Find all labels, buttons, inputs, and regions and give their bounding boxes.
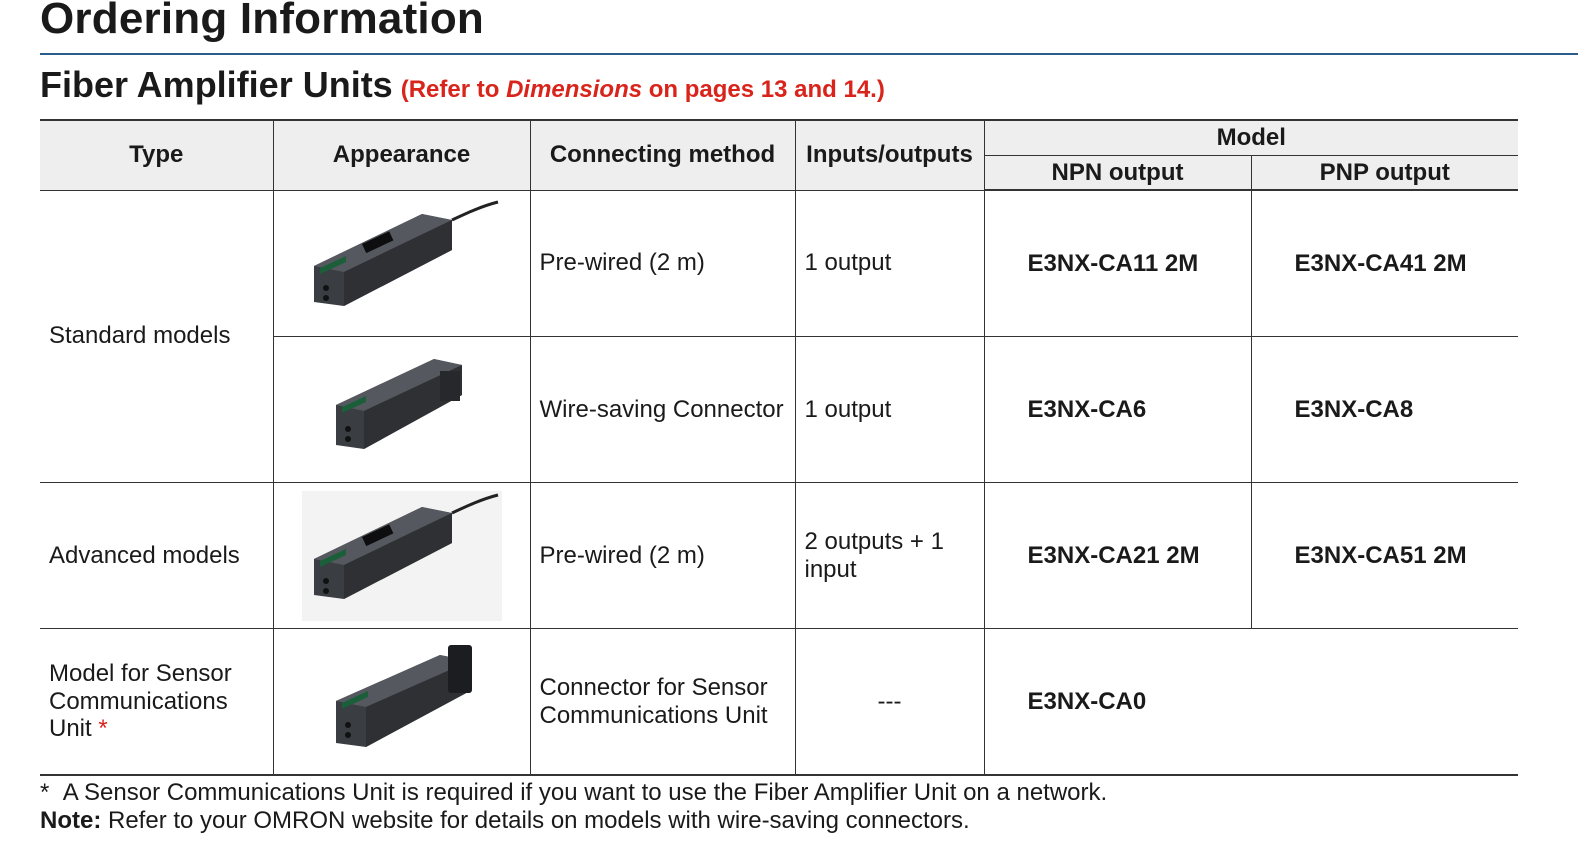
npn-model-cell: E3NX-CA21 2M xyxy=(983,482,1252,629)
model-cell: E3NX-CA0 xyxy=(983,628,1519,775)
note: Note: Refer to your OMRON website for de… xyxy=(40,807,970,835)
amplifier-comm-icon xyxy=(335,644,472,747)
footnote: * A Sensor Communications Unit is requir… xyxy=(40,779,1107,807)
section-title-text: Fiber Amplifier Units xyxy=(40,64,393,105)
header-type: Type xyxy=(40,120,274,191)
appearance-cell xyxy=(273,336,531,483)
connecting-method-cell: Connector for Sensor Communications Unit xyxy=(529,628,796,775)
note-label: Note: xyxy=(40,807,102,834)
pnp-model-cell: E3NX-CA41 2M xyxy=(1250,190,1519,337)
pnp-model-cell: E3NX-CA51 2M xyxy=(1250,482,1519,629)
footnote-text: A Sensor Communications Unit is required… xyxy=(62,779,1108,806)
reference-dimensions: Dimensions xyxy=(506,76,643,103)
connecting-method-cell: Wire-saving Connector xyxy=(529,336,796,483)
connecting-method-cell: Pre-wired (2 m) xyxy=(529,482,796,629)
header-connecting-method: Connecting method xyxy=(529,120,796,191)
type-cell: Advanced models xyxy=(40,482,274,629)
header-npn-output: NPN output xyxy=(984,155,1252,191)
io-cell: 1 output xyxy=(794,190,985,337)
pnp-model-cell: E3NX-CA8 xyxy=(1250,336,1519,483)
connecting-method-cell: Pre-wired (2 m) xyxy=(529,190,796,337)
npn-model-cell: E3NX-CA6 xyxy=(983,336,1252,483)
amplifier-cable-icon xyxy=(301,490,502,621)
table-row: Wire-saving Connector 1 output E3NX-CA6 … xyxy=(40,336,1519,483)
ordering-table: Type Appearance Connecting method Inputs… xyxy=(40,119,1519,776)
title-rule xyxy=(40,53,1578,55)
table-row: Advanced models Pre-wired (2 m) 2 output… xyxy=(40,482,1519,629)
reference-suffix: on pages 13 and 14.) xyxy=(642,76,885,103)
page-title: Ordering Information xyxy=(40,0,484,43)
appearance-cell xyxy=(272,190,531,337)
header-model: Model xyxy=(983,120,1519,156)
footnote-mark: * xyxy=(40,779,50,806)
table-row: Standard models Pre-wired (2 m) 1 output… xyxy=(40,190,1519,483)
footnote-marker: * xyxy=(98,715,108,743)
type-text: Model for Sensor Communications Unit xyxy=(49,660,232,743)
note-text: Refer to your OMRON website for details … xyxy=(101,807,970,834)
amplifier-cable-icon xyxy=(313,200,498,307)
section-title: Fiber Amplifier Units (Refer to Dimension… xyxy=(40,64,885,106)
dimensions-reference: (Refer to Dimensions on pages 13 and 14.… xyxy=(401,76,885,103)
io-cell: 1 output xyxy=(794,336,985,483)
npn-model-cell: E3NX-CA11 2M xyxy=(983,190,1252,337)
type-cell: Standard models xyxy=(40,190,274,483)
io-cell: 2 outputs + 1 input xyxy=(794,482,985,629)
io-cell: --- xyxy=(794,628,985,775)
header-appearance: Appearance xyxy=(272,120,531,191)
amplifier-connector-icon xyxy=(335,358,462,449)
header-inputs-outputs: Inputs/outputs xyxy=(794,120,985,191)
appearance-cell xyxy=(272,482,531,629)
type-cell: Model for Sensor Communications Unit * xyxy=(40,628,274,775)
table-row: Model for Sensor Communications Unit * C… xyxy=(40,628,1519,775)
header-pnp-output: PNP output xyxy=(1250,155,1519,191)
appearance-cell xyxy=(272,628,531,775)
reference-prefix: (Refer to xyxy=(400,76,507,103)
